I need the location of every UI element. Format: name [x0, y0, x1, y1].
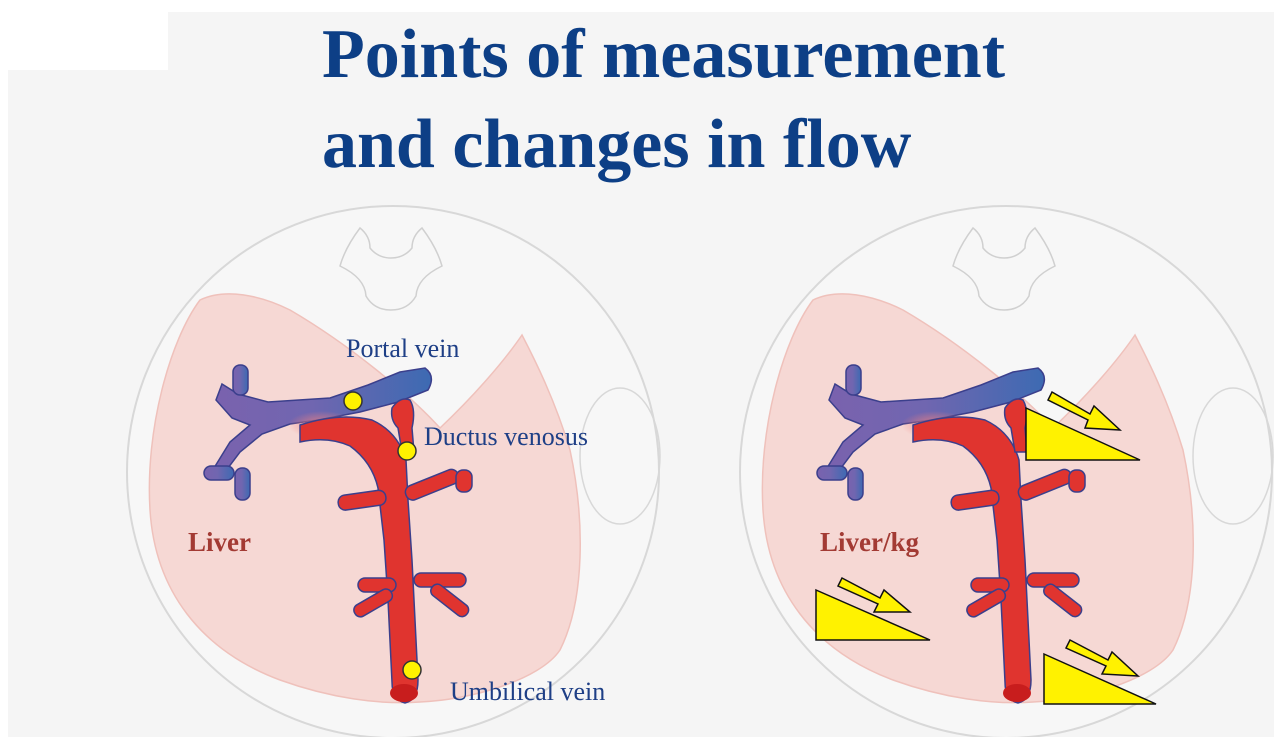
liver-label: Liver — [188, 527, 251, 557]
ductus-venosus-measurement-point — [398, 442, 416, 460]
right-liver-cross-section — [740, 206, 1273, 737]
portal-vein-measurement-point — [344, 392, 362, 410]
left-panel-diagram: Portal vein Ductus venosus Umbilical vei… — [127, 206, 660, 737]
umbilical-vein-measurement-point — [403, 661, 421, 679]
portal-vein-label: Portal vein — [346, 334, 459, 363]
liver-per-kg-label: Liver/kg — [820, 527, 919, 557]
right-panel-diagram: Liver/kg — [740, 206, 1273, 737]
left-liver-cross-section — [127, 206, 660, 737]
ductus-venosus-label: Ductus venosus — [424, 422, 588, 451]
umbilical-vein-label: Umbilical vein — [450, 677, 605, 706]
